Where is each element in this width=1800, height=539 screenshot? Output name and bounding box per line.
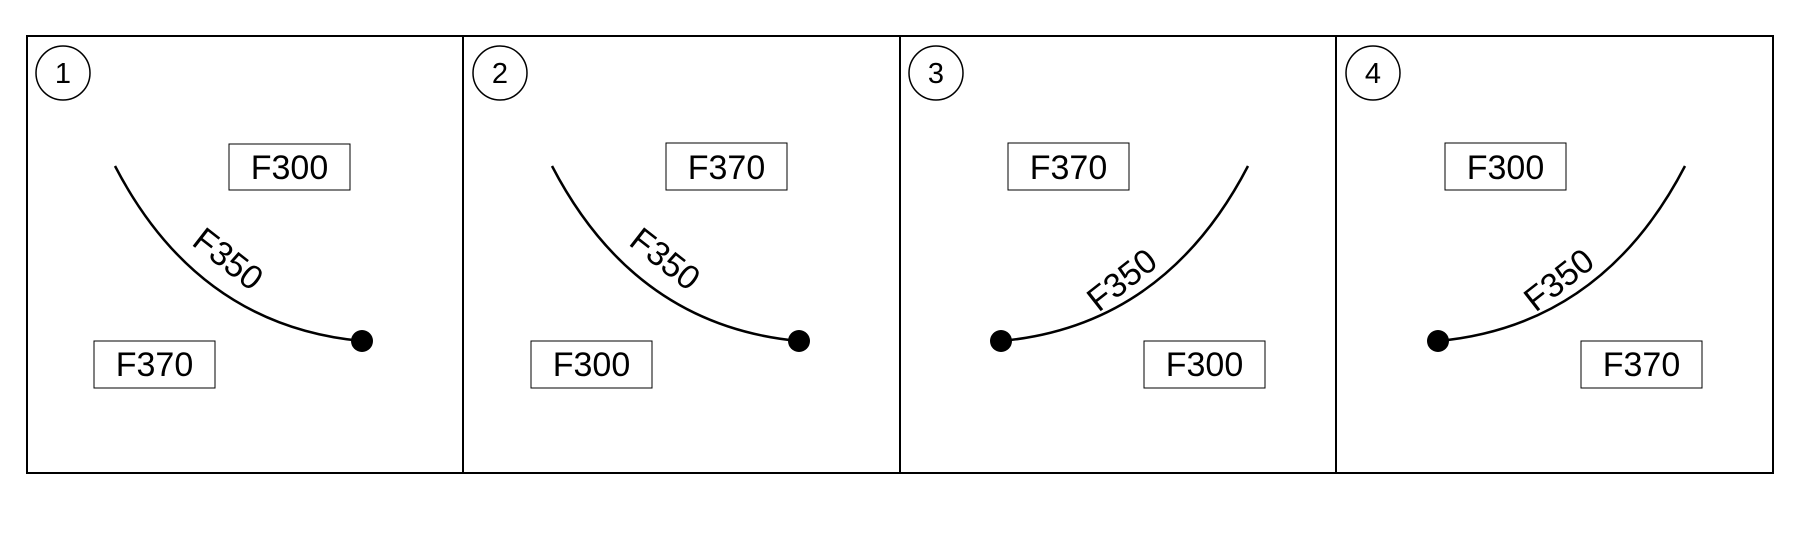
lower-label-box [93,340,216,389]
flight-path-arc [1000,165,1250,343]
arc-flight-level-label: F350 [1080,242,1164,320]
upper-label-box [228,143,351,191]
panel-number-circle [35,45,91,101]
panel-number: 4 [1365,58,1381,90]
path-end-dot [788,330,810,352]
panel-2: 2 F370 F300 F350 [472,45,810,389]
panel-4: 4 F300 F370 F350 [1345,45,1703,389]
lower-flight-level-label: F370 [1603,346,1681,384]
panel-3: 3 F370 F300 F350 [908,45,1266,389]
lower-flight-level-label: F300 [553,346,631,384]
upper-label-box [665,142,788,191]
upper-label-box [1444,142,1567,191]
panel-number: 2 [492,58,508,90]
upper-flight-level-label: F300 [251,149,329,187]
panel-number-circle [1345,45,1401,101]
path-end-dot [351,330,373,352]
upper-flight-level-label: F370 [688,149,766,187]
arc-flight-level-label: F350 [1517,242,1601,320]
panel-number: 1 [55,58,71,90]
flight-path-arc [1437,165,1687,343]
lower-label-box [1580,340,1703,389]
upper-label-box [1007,142,1130,191]
path-start-dot [990,330,1012,352]
lower-label-box [530,340,653,389]
lower-flight-level-label: F300 [1166,346,1244,384]
path-start-dot [1427,330,1449,352]
upper-flight-level-label: F300 [1467,149,1545,187]
panel-number-circle [908,45,964,101]
panel-1: 1 F300 F370 F350 [35,45,373,389]
lower-label-box [1143,340,1266,389]
upper-flight-level-label: F370 [1030,149,1108,187]
arc-flight-level-label: F350 [186,221,270,299]
flight-path-arc [550,165,800,343]
flight-path-arc [113,165,363,343]
lower-flight-level-label: F370 [116,346,194,384]
panel-number: 3 [928,58,944,90]
arc-flight-level-label: F350 [623,221,707,299]
panel-number-circle [472,45,528,101]
